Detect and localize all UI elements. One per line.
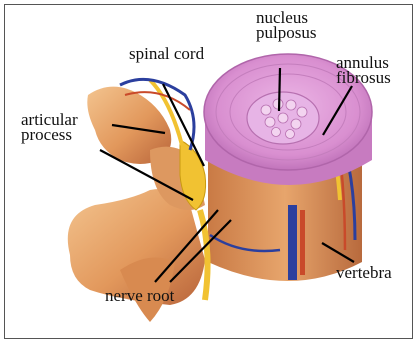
leader-nucleus — [279, 68, 280, 111]
vessel-red-vertical — [300, 210, 305, 275]
label-nucleus-pulposus: nucleus pulposus — [256, 10, 316, 40]
label-spinal-cord: spinal cord — [129, 46, 204, 61]
label-articular-process: articular process — [21, 112, 78, 142]
label-annulus-fibrosus: annulus fibrosus — [336, 55, 391, 85]
label-vertebra: vertebra — [336, 265, 392, 280]
vessel-blue-vertical — [288, 205, 297, 280]
label-nerve-root: nerve root — [105, 288, 174, 303]
